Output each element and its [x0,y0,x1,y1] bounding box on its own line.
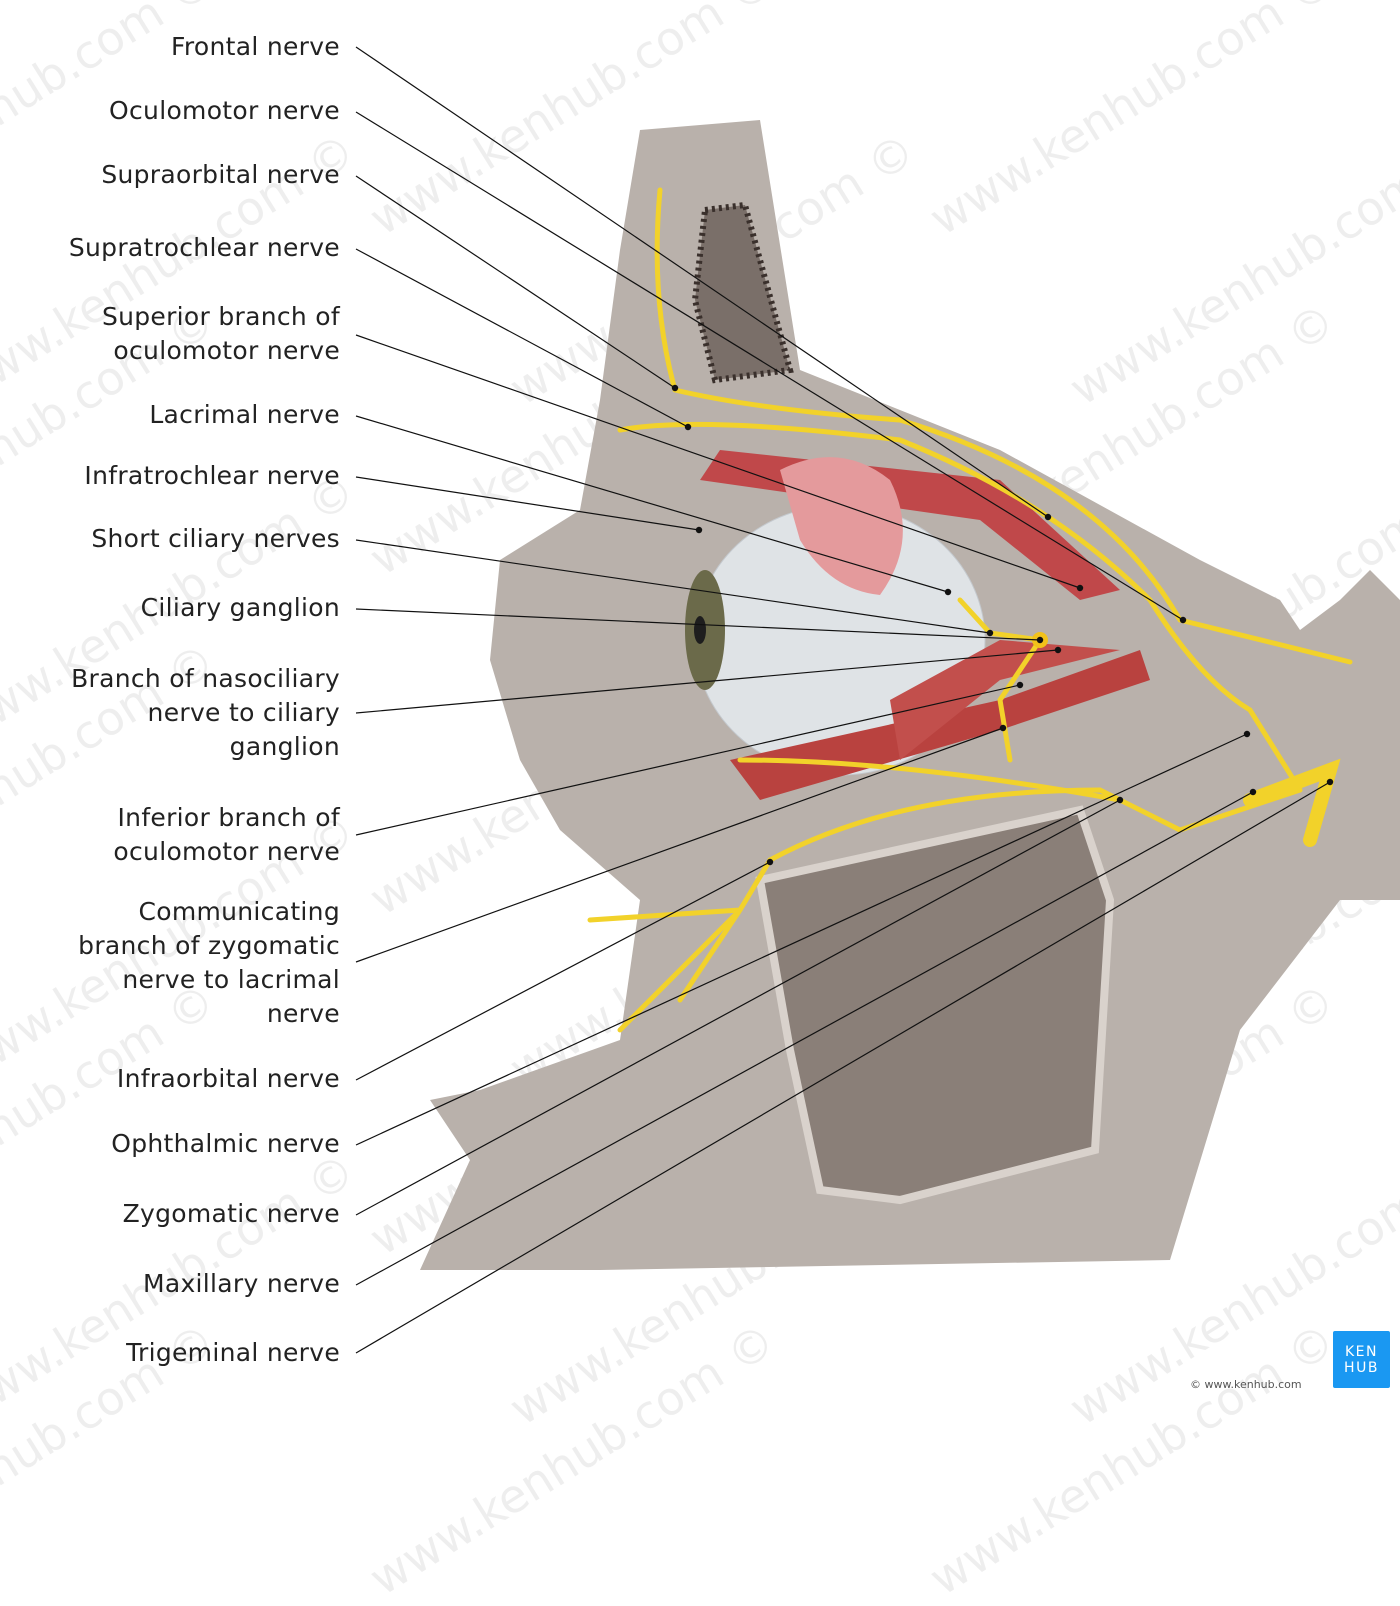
leader-dot [1076,584,1084,592]
leader-dot [1249,788,1257,796]
leader-line [355,539,991,634]
label-infratrochlear-nerve: Infratrochlear nerve [84,461,340,490]
leader-line [355,791,1254,1286]
label-maxillary-nerve: Maxillary nerve [142,1269,340,1298]
kenhub-logo: KEN HUB [1333,1331,1390,1388]
leader-line [355,727,1004,963]
maxillary-sinus [755,805,1115,1205]
leader-dot [1054,646,1062,654]
leader-dot [944,588,952,596]
label-short-ciliary-nerves: Short ciliary nerves [91,524,340,553]
leader-line [355,781,1331,1354]
maxillary-nerve [767,787,1303,863]
label-infraorbital-nerve: Infraorbital nerve [116,1064,340,1093]
frontal-sinus [691,201,794,384]
leader-line [355,175,676,389]
leader-line [355,733,1248,1146]
leader-dot [1116,796,1124,804]
leader-dot [1016,681,1024,689]
zygomatic-nerve [737,757,1123,803]
leader-dot [1243,730,1251,738]
label-supraorbital-nerve: Supraorbital nerve [101,160,340,189]
leader-dot [671,384,679,392]
label-oculomotor-nerve: Oculomotor nerve [109,96,340,125]
pupil [694,616,706,644]
ophthalmic-nerve [1147,597,1303,793]
leader-line [355,608,1041,641]
leader-line [355,415,949,593]
leader-dot [1036,636,1044,644]
leader-line [355,334,1081,589]
logo-line1: KEN [1345,1343,1378,1360]
leader-dot [999,724,1007,732]
logo-line2: HUB [1344,1359,1379,1376]
label-inferior-branch-of-oculomotor-nerve: Inferior branch of oculomotor nerve [113,803,340,866]
copyright: © www.kenhub.com [1190,1378,1302,1391]
nerve-group [587,187,1353,1033]
label-branch-of-nasociliary-nerve-to-ciliary-ganglion: Branch of nasociliary nerve to ciliary g… [71,664,340,761]
label-superior-branch-of-oculomotor-nerve: Superior branch of oculomotor nerve [101,302,340,365]
leader-line [355,476,700,531]
label-frontal-nerve: Frontal nerve [170,32,340,61]
label-lacrimal-nerve: Lacrimal nerve [149,400,340,429]
leader-line [355,684,1021,836]
leader-line [355,248,689,428]
leader-line [355,111,1184,621]
leader-line [355,46,1049,518]
orbit-illustration [355,46,1400,1354]
label-ciliary-ganglion: Ciliary ganglion [140,593,340,622]
leader-dot [1326,778,1334,786]
leader-line [355,861,771,1081]
leader-dot [1044,513,1052,521]
leader-line [355,799,1121,1216]
label-ophthalmic-nerve: Ophthalmic nerve [111,1129,340,1158]
frontal-nerve [672,387,1353,665]
label-supratrochlear-nerve: Supratrochlear nerve [68,233,340,262]
supraorbital-nerve [654,187,678,393]
leader-lines [355,46,1334,1354]
leader-dot [695,526,703,534]
infraorbital-branches [587,857,773,1033]
label-zygomatic-nerve: Zygomatic nerve [122,1199,340,1228]
lacrimal-gland [780,457,903,595]
leader-dot [766,858,774,866]
lateral-rectus [890,640,1120,760]
label-communicating-branch-of-zygomatic-nerve-to-lacrimal-nerve: Communicating branch of zygomatic nerve … [78,897,340,1028]
label-trigeminal-nerve: Trigeminal nerve [126,1338,340,1367]
trigeminal-nerve [1243,758,1341,847]
leader-dot [1179,616,1187,624]
leader-dot [986,629,994,637]
leader-line [355,649,1059,714]
leader-dot [684,423,692,431]
